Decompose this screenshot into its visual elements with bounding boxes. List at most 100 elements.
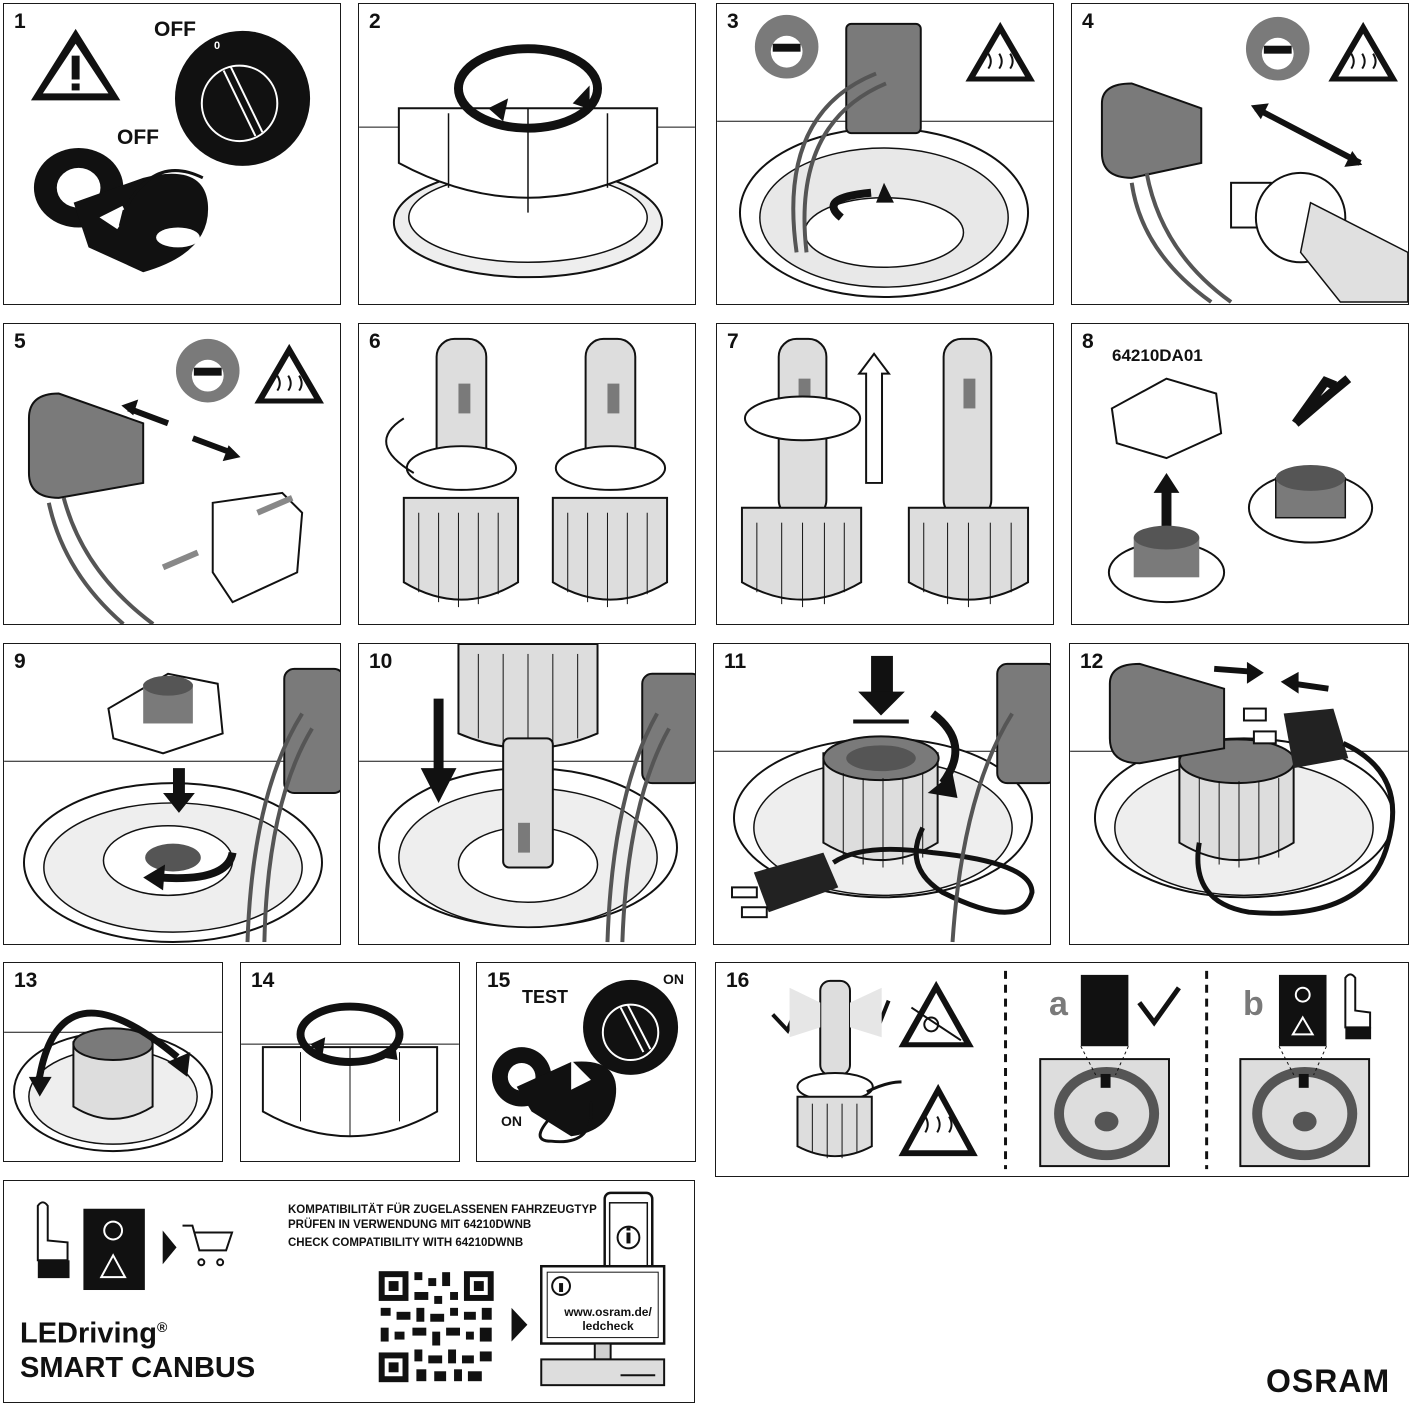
remove-retainer-illustration: [27, 338, 324, 624]
step-2-panel: 2: [358, 3, 696, 305]
led-bulb-right: [907, 337, 1030, 608]
step-number: 4: [1082, 10, 1094, 33]
on-label-bottom: ON: [501, 1113, 522, 1129]
switch-zero-mark: 0: [214, 40, 221, 52]
step-number: 12: [1080, 650, 1104, 673]
compatibility-text-de-line2: PRÜFEN IN VERWENDUNG MIT 64210DWNB: [288, 1219, 532, 1231]
adapter-assembly-illustration: [1107, 375, 1374, 604]
led-bulb-right: [551, 337, 669, 608]
step-8-panel: 8 64210DA01: [1071, 323, 1409, 625]
arrow-up-icon: [857, 352, 891, 484]
arrow-up-icon: [1153, 473, 1180, 528]
ignition-key-icon: [491, 1047, 617, 1144]
attach-ring-to-led-bulb-illustration: [385, 337, 669, 608]
product-name-line2: SMART CANBUS: [20, 1351, 256, 1384]
refit-cover-rotate-illustration: [4, 1009, 222, 1153]
insert-adapter-illustration: [4, 667, 340, 944]
safety-glasses-icon: [175, 338, 240, 403]
led-bulb-left: [385, 337, 520, 608]
desktop-computer-icon: [540, 1264, 666, 1387]
step-number: 11: [724, 650, 747, 673]
no-looking-into-light-warning-icon: [898, 980, 974, 1048]
checkmark-icon: [1291, 375, 1352, 427]
step-16-panel: 16 a b: [715, 962, 1409, 1177]
hot-surface-warning-icon: [965, 21, 1035, 82]
warning-icon: [30, 28, 121, 101]
option-a-label: a: [1049, 985, 1068, 1023]
replace-cover-illustration: [241, 1002, 459, 1138]
checkmark-icon: [1137, 986, 1181, 1027]
light-switch-knob-icon: [583, 979, 679, 1075]
step-number: 3: [727, 10, 739, 33]
step-number: 6: [369, 330, 381, 353]
function-check-illustration: [771, 970, 1372, 1170]
step-number: 14: [251, 969, 275, 992]
connect-plug-illustration: [1070, 661, 1408, 916]
step-6-panel: 6: [358, 323, 696, 625]
option-b-label: b: [1243, 985, 1264, 1023]
dashboard-warning-display: [1278, 974, 1327, 1047]
safety-glasses-icon: [754, 14, 819, 79]
brand-logo: OSRAM: [1266, 1363, 1391, 1399]
step-number: 9: [14, 650, 26, 673]
shopping-cart-icon: [182, 1224, 234, 1267]
step-number: 2: [369, 10, 381, 33]
led-bulb-left: [740, 337, 863, 608]
remove-connector-illustration: [1100, 16, 1408, 304]
step-3-panel: 3: [716, 3, 1054, 305]
step-10-panel: 10: [358, 643, 696, 945]
step-number: 8: [1082, 330, 1094, 353]
step-number: 10: [369, 650, 393, 673]
step-12-panel: 12: [1069, 643, 1409, 945]
step-11-panel: 11: [713, 643, 1051, 945]
lift-ring-illustration: [740, 337, 1030, 608]
off-label-bottom: OFF: [117, 126, 159, 149]
on-label-top: ON: [663, 971, 684, 987]
qr-code-icon: [375, 1268, 497, 1386]
registered-mark: ®: [156, 1319, 168, 1335]
step-14-panel: 14: [240, 962, 460, 1162]
step-number: 5: [14, 330, 26, 353]
hot-surface-warning-icon: [898, 1083, 978, 1157]
ledcheck-url[interactable]: www.osram.de/ ledcheck: [552, 1305, 664, 1333]
ignition-key-icon: [33, 148, 209, 273]
step-number: 15: [487, 969, 511, 992]
lights-off-illustration: [30, 28, 311, 273]
compatibility-info-panel: KOMPATIBILITÄT FÜR ZUGELASSENEN FAHRZEUG…: [3, 1180, 695, 1403]
ledcheck-url-line1: www.osram.de/: [564, 1305, 652, 1319]
product-name: LEDriving® SMART CANBUS: [20, 1310, 255, 1385]
product-name-line1: LEDriving: [20, 1317, 157, 1350]
step-number: 13: [14, 969, 38, 992]
lights-on-test-illustration: [491, 979, 679, 1144]
blank-dashboard-display: [1080, 974, 1129, 1047]
step-4-panel: 4: [1071, 3, 1409, 305]
remove-headlamp-cover-illustration: [359, 44, 695, 279]
hot-surface-warning-icon: [254, 343, 324, 404]
pointing-hand-icon: [36, 1201, 70, 1279]
rotate-lock-bulb-illustration: [714, 655, 1050, 943]
insert-led-bulb-illustration: [359, 644, 695, 943]
unplug-connector-illustration: [717, 14, 1053, 299]
arrow-right-icon: [162, 1230, 177, 1265]
ledcheck-url-line2: ledcheck: [582, 1319, 634, 1333]
compatibility-text-de-line1: KOMPATIBILITÄT FÜR ZUGELASSENEN FAHRZEUG…: [288, 1204, 597, 1216]
part-code: 64210DA01: [1112, 346, 1203, 365]
compatibility-text-en: CHECK COMPATIBILITY WITH 64210DWNB: [288, 1237, 524, 1249]
test-label: TEST: [522, 987, 569, 1007]
pointing-hand-icon: [1344, 973, 1372, 1040]
step-number: 16: [726, 969, 750, 992]
hot-surface-warning-icon: [1328, 21, 1398, 82]
step-number: 1: [14, 10, 26, 33]
step-15-panel: 15 TEST ON ON: [476, 962, 696, 1162]
step-5-panel: 5: [3, 323, 341, 625]
safety-glasses-icon: [1245, 16, 1310, 81]
step-7-panel: 7: [716, 323, 1054, 625]
compatibility-text-de: KOMPATIBILITÄT FÜR ZUGELASSENEN FAHRZEUG…: [288, 1203, 597, 1233]
arrow-right-icon: [511, 1307, 528, 1342]
compatibility-check-illustration: [36, 1191, 666, 1387]
step-9-panel: 9: [3, 643, 341, 945]
off-label-top: OFF: [154, 18, 196, 41]
step-1-panel: 1 OFF 0 OFF: [3, 3, 341, 305]
step-number: 7: [727, 330, 739, 353]
light-switch-knob-icon: [174, 30, 311, 166]
